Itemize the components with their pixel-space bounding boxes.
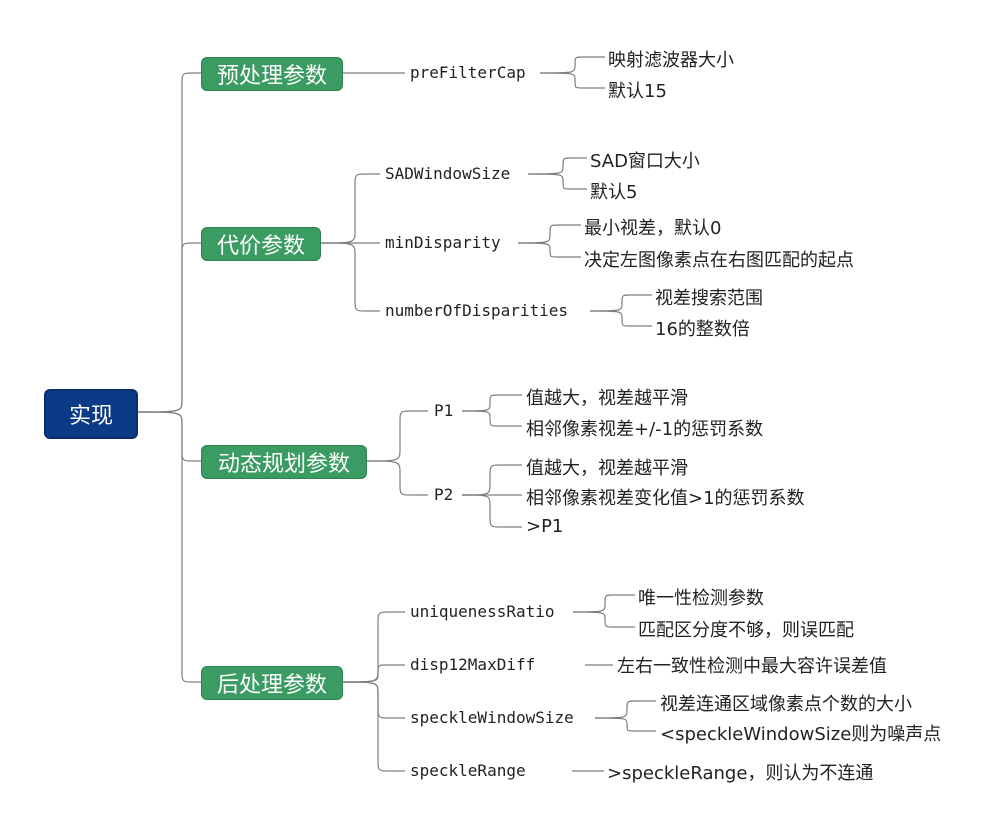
branch-dynamic-programming: 动态规划参数 [201,445,367,479]
note-specklewindowsize-1: 视差连通区域像素点个数的大小 [660,694,912,715]
param-p1: P1 [434,401,454,420]
note-p2-3: >P1 [526,516,564,537]
param-sadwindowsize: SADWindowSize [385,164,511,183]
connector-speckwin-note-1 [594,700,656,719]
note-p1-1: 值越大，视差越平滑 [526,388,688,409]
connector-p1-note-2 [461,410,522,427]
connector-prefiltercap-note-2 [539,72,605,89]
note-p2-1: 值越大，视差越平滑 [526,458,688,479]
connector-cost-sad [318,173,380,244]
note-p1-2: 相邻像素视差+/-1的惩罚系数 [526,419,764,440]
connector-uniq-note-1 [572,594,635,613]
note-prefiltercap-2: 默认15 [608,81,667,102]
root-node: 实现 [44,389,138,439]
note-sadwindowsize-2: 默认5 [590,182,638,203]
param-specklewindowsize: speckleWindowSize [410,708,574,727]
note-specklewindowsize-2: <speckleWindowSize则为噪声点 [660,724,942,745]
note-disp12maxdiff-1: 左右一致性检测中最大容许误差值 [617,656,887,677]
connector-uniq-note-2 [572,611,635,628]
connector-dp-p1 [364,410,428,462]
note-specklerange-1: >speckleRange，则认为不连通 [607,763,874,784]
connector-sad-note-1 [527,157,587,175]
note-prefiltercap-1: 映射滤波器大小 [608,50,734,71]
connector-cost-numdisp [318,242,380,312]
param-prefiltercap: preFilterCap [410,63,526,82]
note-mindisparity-2: 决定左图像素点在右图匹配的起点 [584,250,854,271]
connector-numdisp-note-2 [589,310,652,327]
connector-p2-note-3 [461,494,522,528]
connector-root-branch-postprocess [134,411,201,683]
connector-root-branch-cost [134,242,201,413]
param-numberofdisparities: numberOfDisparities [385,301,569,320]
connector-post-disp12 [340,664,405,683]
param-uniquenessratio: uniquenessRatio [410,602,555,621]
connector-p1-note-1 [461,394,522,412]
note-uniquenessratio-2: 匹配区分度不够，则误匹配 [638,620,854,641]
note-sadwindowsize-1: SAD窗口大小 [590,151,700,172]
connector-root-branch-dp [134,411,201,462]
connector-mindisp-note-2 [517,242,581,258]
connector-post-uniq [340,611,405,683]
connector-dp-p2 [364,460,428,496]
connector-mindisp-note-1 [517,224,581,244]
connector-p2-note-1 [461,464,522,496]
note-numberofdisparities-2: 16的整数倍 [655,319,750,340]
param-disp12maxdiff: disp12MaxDiff [410,655,536,674]
connector-post-speckrange [340,681,405,772]
note-p2-2: 相邻像素视差变化值>1的惩罚系数 [526,488,805,509]
connector-sad-note-2 [527,173,587,190]
param-p2: P2 [434,485,454,504]
param-specklerange: speckleRange [410,761,526,780]
connector-prefiltercap-note-1 [539,56,605,74]
note-mindisparity-1: 最小视差，默认0 [584,218,722,239]
branch-preprocess: 预处理参数 [201,57,343,91]
branch-cost: 代价参数 [201,227,321,261]
param-mindisparity: minDisparity [385,233,501,252]
note-uniquenessratio-1: 唯一性检测参数 [638,588,764,609]
connector-post-speckwin [340,681,405,719]
note-numberofdisparities-1: 视差搜索范围 [655,288,763,309]
connector-speckwin-note-2 [594,717,656,732]
connector-numdisp-note-1 [589,294,652,312]
branch-postprocess: 后处理参数 [201,666,343,700]
